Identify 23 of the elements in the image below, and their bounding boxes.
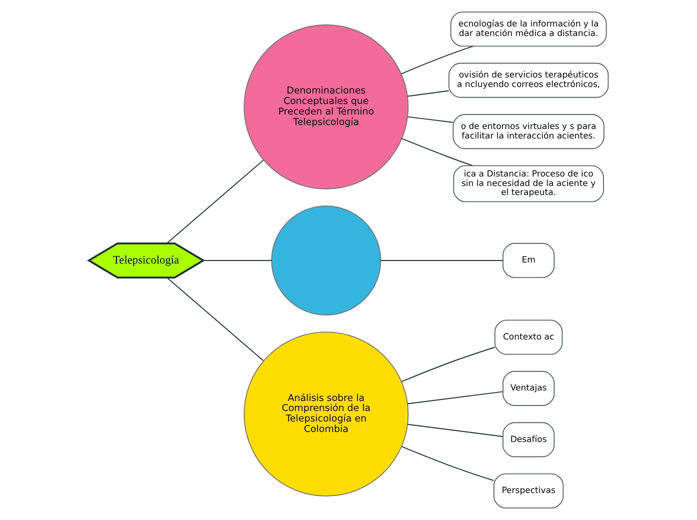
connector — [166, 160, 264, 244]
connector — [202, 260, 272, 261]
connector — [407, 391, 504, 404]
node-box: ica a Distancia: Proceso de ico sin la necesidad de la aciente y el terapeuta. — [453, 165, 604, 202]
connector — [407, 424, 504, 437]
node-box: Contexto ac — [494, 320, 563, 355]
connector — [401, 138, 473, 166]
connector — [401, 346, 496, 382]
connector — [380, 260, 504, 261]
node-circle: Análisis sobre la Comprensión de la Telepsicología en Colombia — [244, 332, 409, 497]
connector — [407, 90, 450, 97]
node-box: Perspectivas — [493, 473, 564, 508]
node-box: o de entornos virtuales y s para facilitar la interacción acientes. — [452, 114, 604, 150]
node-box: ovisión de servicios terapéuticos a ncluyendo correos electrónicos, — [448, 62, 609, 98]
node-circle — [271, 205, 382, 316]
node-circle: Denominaciones Conceptuales que Preceden al Término Telepsicología — [244, 24, 409, 190]
node-box: ecnologías de la información y la dar atención médica a distancia. — [450, 12, 607, 47]
connector — [407, 116, 454, 123]
node-box: Em — [502, 242, 555, 278]
connector — [401, 446, 494, 481]
node-box: Desafíos — [502, 422, 555, 458]
node-box: Ventajas — [502, 370, 555, 406]
connector — [166, 277, 264, 362]
